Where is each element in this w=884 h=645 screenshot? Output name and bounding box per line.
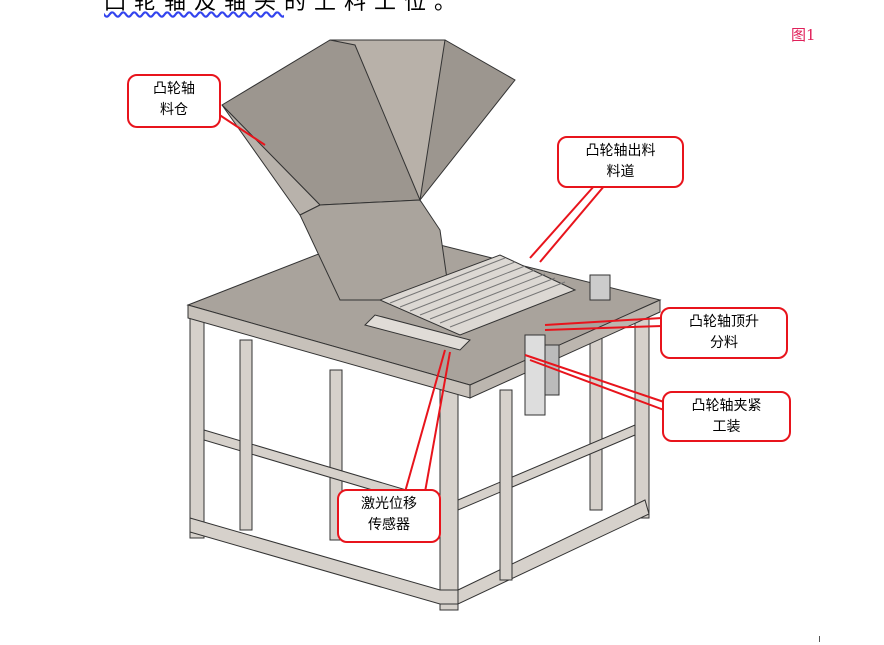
callout-text: 凸轮轴夹紧 — [691, 398, 762, 414]
callout-lines — [211, 109, 665, 493]
callout-text: 传感器 — [368, 517, 410, 533]
document-text-line: 凸轮轴及轴头的上料工位。 — [104, 0, 464, 16]
callout-text: 料仓 — [160, 102, 188, 118]
callout-text: 料道 — [606, 164, 635, 180]
callout-text: 分料 — [710, 335, 738, 351]
callout-laser-sensor: 激光位移传感器 — [337, 489, 441, 543]
figure-label: 图1 — [791, 26, 816, 44]
callout-discharge-chute: 凸轮轴出料料道 — [557, 136, 684, 188]
callout-hopper: 凸轮轴料仓 — [127, 74, 221, 128]
text: 的上料工位。 — [284, 0, 465, 15]
paragraph-mark — [819, 636, 820, 642]
callout-clamp-fixture: 凸轮轴夹紧工装 — [662, 391, 791, 442]
callout-text: 工装 — [712, 419, 741, 435]
callout-text: 激光位移 — [361, 496, 417, 512]
conveyor — [378, 254, 577, 336]
callout-text: 凸轮轴出料 — [585, 143, 656, 159]
callout-text: 凸轮轴 — [153, 81, 195, 97]
underlined-text: 凸轮轴及轴头 — [104, 0, 285, 15]
callout-lift-separator: 凸轮轴顶升分料 — [660, 307, 788, 359]
callout-text: 凸轮轴顶升 — [689, 314, 759, 330]
